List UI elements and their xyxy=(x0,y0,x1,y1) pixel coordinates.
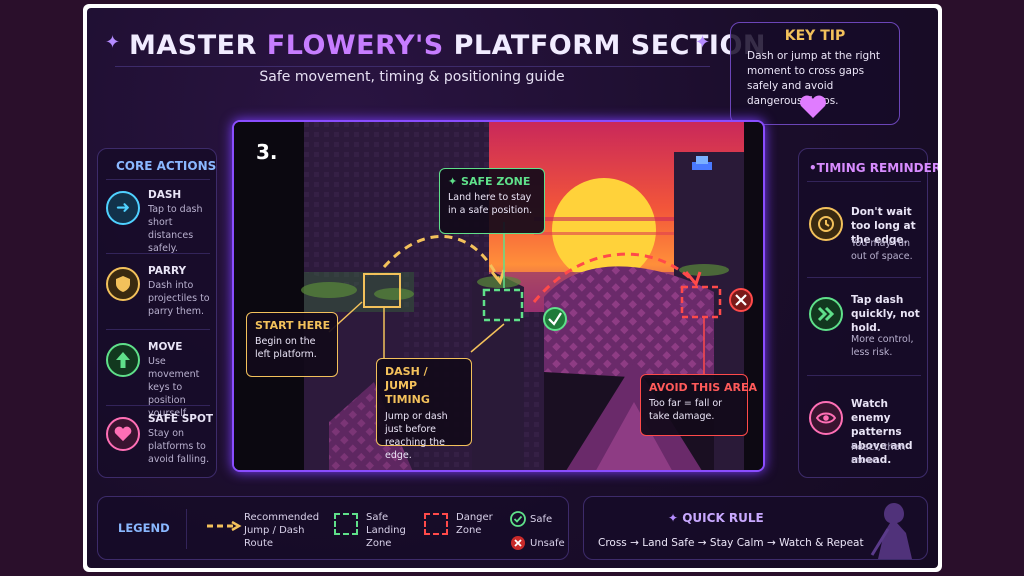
title-part-2: PLATFORM SECTION xyxy=(443,30,767,61)
character-silhouette-icon xyxy=(870,503,912,559)
quick-rule-text: Cross → Land Safe → Stay Calm → Watch & … xyxy=(598,537,864,549)
legend-danger-zone: Danger Zone xyxy=(456,512,493,536)
action-desc: Stay on platforms to avoid falling. xyxy=(148,428,210,465)
eye-icon xyxy=(809,401,843,435)
quick-rule-panel: ✦ QUICK RULE Cross → Land Safe → Stay Ca… xyxy=(583,496,928,560)
legend-panel: LEGEND Recommended Jump / Dash Route Saf… xyxy=(97,496,569,560)
action-desc: Tap to dash short distances safely. xyxy=(148,204,203,254)
game-scene: 3. START HERE Begin on the left platform… xyxy=(232,120,765,472)
route-overlay xyxy=(328,222,753,374)
legend-route: Recommended Jump / Dash Route xyxy=(244,512,320,549)
action-name: DASH xyxy=(148,189,182,201)
heart-icon xyxy=(106,417,140,451)
callout-safe-title: ✦ SAFE ZONE xyxy=(448,175,531,188)
action-name: SAFE SPOT xyxy=(148,413,214,425)
action-name: MOVE xyxy=(148,341,183,353)
action-name: PARRY xyxy=(148,265,187,277)
arrow-up-icon xyxy=(106,343,140,377)
sparkle-icon: ✦ xyxy=(105,32,121,53)
heart-icon xyxy=(799,95,827,123)
step-number: 3. xyxy=(256,140,278,164)
title-divider xyxy=(115,66,710,67)
danger-zone-swatch xyxy=(424,513,448,535)
sparkle-icon: ✦ xyxy=(448,175,462,188)
timing-strong: Don't wait too long at the edge. xyxy=(851,206,916,246)
legend-title: LEGEND xyxy=(118,521,170,535)
callout-safe-text: Land here to stay in a safe position. xyxy=(448,192,533,216)
title-accent: FLOWERY'S xyxy=(266,30,444,61)
timing-strong: Watch enemy patterns above and ahead. xyxy=(851,398,913,466)
callout-avoid-title: AVOID THIS AREA xyxy=(649,381,758,394)
callout-avoid-text: Too far = fall or take damage. xyxy=(649,398,723,422)
legend-safe: Safe xyxy=(530,514,553,525)
core-actions-title: CORE ACTIONS xyxy=(116,159,217,173)
callout-safe-zone: ✦ SAFE ZONE Land here to stay in a safe … xyxy=(439,168,545,234)
core-actions-panel: CORE ACTIONS ➜ DASH Tap to dash short di… xyxy=(97,148,217,478)
check-icon xyxy=(510,511,526,531)
callout-timing-title: DASH / JUMP TIMING xyxy=(385,365,430,406)
dash-arrows-icon: ➜ xyxy=(106,191,140,225)
legend-unsafe: Unsafe xyxy=(530,538,565,549)
callout-start-text: Begin on the left platform. xyxy=(255,336,317,360)
timing-soft: More control, less risk. xyxy=(851,334,914,358)
action-desc: Use movement keys to position yourself. xyxy=(148,356,200,419)
safe-zone-swatch xyxy=(334,513,358,535)
timing-soft: You may run out of space. xyxy=(851,238,913,262)
timing-reminders-panel: •TIMING REMINDERS Don't wait too long at… xyxy=(798,148,938,478)
page-subtitle: Safe movement, timing & positioning guid… xyxy=(259,69,565,85)
key-tip-panel: KEY TIP Dash or jump at the right moment… xyxy=(730,22,900,125)
guide-canvas: ✦ MASTER FLOWERY'S PLATFORM SECTION ✦ Sa… xyxy=(87,8,938,568)
callout-avoid: AVOID THIS AREA Too far = fall or take d… xyxy=(640,374,758,436)
x-circle-icon xyxy=(510,535,526,555)
callout-timing-text: Jump or dash just before reaching the ed… xyxy=(385,411,448,461)
callout-timing: DASH / JUMP TIMING Jump or dash just bef… xyxy=(376,358,472,461)
callout-start-title: START HERE xyxy=(255,319,331,332)
timing-soft: React, then move. xyxy=(851,442,906,466)
key-tip-title: KEY TIP xyxy=(784,28,846,44)
shield-icon xyxy=(106,267,140,301)
clock-icon xyxy=(809,207,843,241)
quick-rule-title: ✦ QUICK RULE xyxy=(668,511,764,525)
sparkle-icon: ✦ xyxy=(695,32,711,53)
callout-start: START HERE Begin on the left platform. xyxy=(246,312,338,377)
route-swatch xyxy=(207,521,242,531)
double-chevron-icon xyxy=(809,297,843,331)
legend-safe-zone: Safe Landing Zone xyxy=(366,512,406,549)
title-part-1: MASTER xyxy=(129,30,267,61)
timing-title: •TIMING REMINDERS xyxy=(809,161,938,175)
sparkle-icon: ✦ xyxy=(668,511,683,525)
page-title: MASTER FLOWERY'S PLATFORM SECTION xyxy=(129,30,766,61)
action-desc: Dash into projectiles to parry them. xyxy=(148,280,210,317)
timing-strong: Tap dash quickly, not hold. xyxy=(851,294,920,334)
